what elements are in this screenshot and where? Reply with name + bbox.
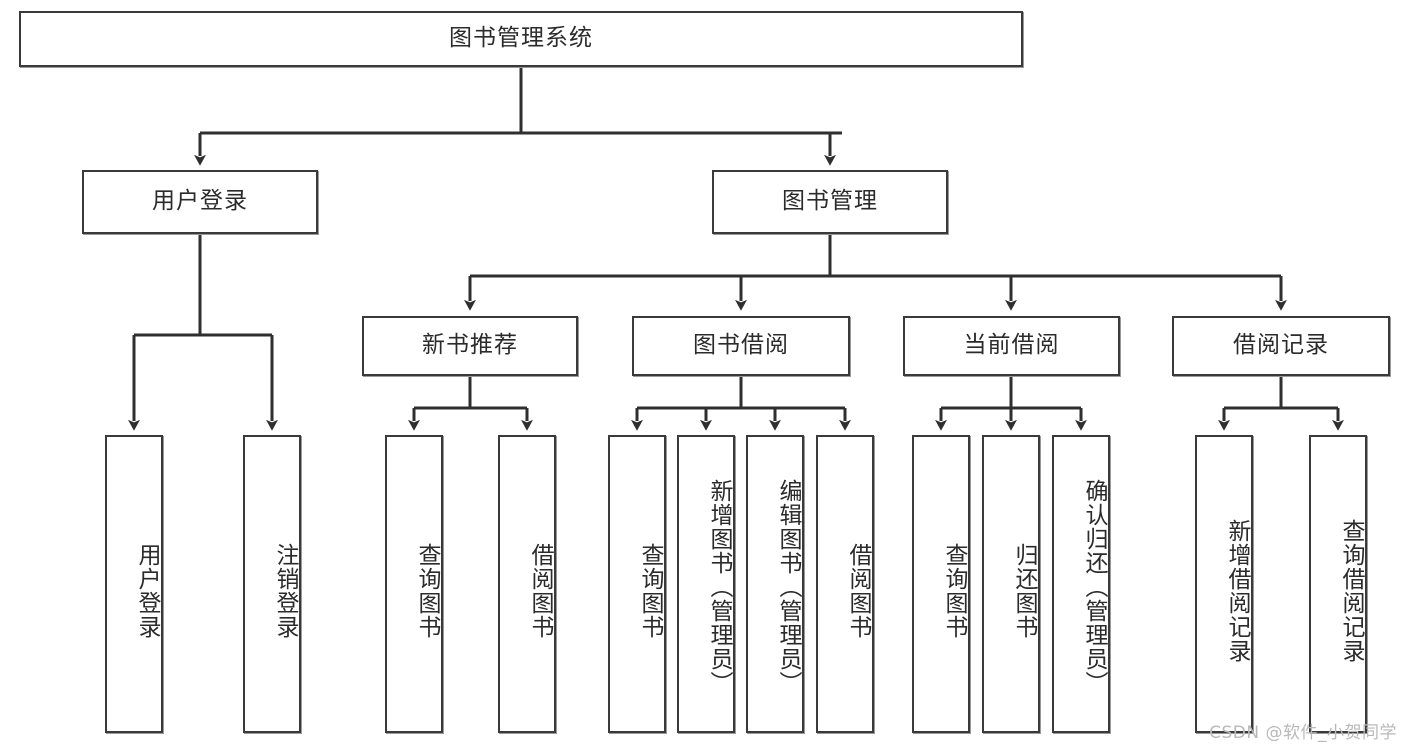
node-leaf-query-book-2-label: 查询图书 (637, 543, 663, 639)
node-leaf-return-book-label: 归还图书 (1011, 543, 1037, 639)
node-current-borrow[interactable]: 当前借阅 (903, 316, 1120, 376)
node-root[interactable]: 图书管理系统 (19, 11, 1023, 67)
csdn-watermark: CSDN @软件_小贺同学 (1209, 723, 1397, 743)
node-book-borrow[interactable]: 图书借阅 (632, 316, 850, 376)
node-book-management-label: 图书管理 (782, 188, 878, 215)
node-leaf-confirm-return-label: 确认归还（管理员） (1081, 479, 1107, 695)
node-new-book-recommend[interactable]: 新书推荐 (362, 316, 578, 376)
node-leaf-logout-login-label: 注销登录 (272, 543, 298, 639)
node-leaf-logout-login[interactable]: 注销登录 (243, 435, 301, 733)
node-leaf-add-record-label: 新增借阅记录 (1224, 519, 1250, 663)
node-leaf-add-book[interactable]: 新增图书（管理员） (677, 435, 735, 733)
node-leaf-borrow-book-2-label: 借阅图书 (845, 543, 871, 639)
node-leaf-query-book-1[interactable]: 查询图书 (385, 435, 443, 733)
node-borrow-record[interactable]: 借阅记录 (1172, 316, 1390, 376)
node-root-label: 图书管理系统 (449, 25, 593, 52)
node-leaf-query-book-1-label: 查询图书 (414, 543, 440, 639)
node-leaf-query-book-3-label: 查询图书 (941, 543, 967, 639)
node-book-borrow-label: 图书借阅 (693, 332, 789, 359)
node-user-login-label: 用户登录 (152, 188, 248, 215)
node-leaf-query-record[interactable]: 查询借阅记录 (1309, 435, 1367, 733)
node-leaf-borrow-book-2[interactable]: 借阅图书 (816, 435, 874, 733)
node-leaf-user-login[interactable]: 用户登录 (105, 435, 163, 733)
node-leaf-add-record[interactable]: 新增借阅记录 (1195, 435, 1253, 733)
node-book-management[interactable]: 图书管理 (712, 170, 948, 234)
node-leaf-query-book-2[interactable]: 查询图书 (608, 435, 666, 733)
node-leaf-borrow-book-1[interactable]: 借阅图书 (498, 435, 556, 733)
node-leaf-add-book-label: 新增图书（管理员） (706, 479, 732, 695)
node-leaf-borrow-book-1-label: 借阅图书 (527, 543, 553, 639)
node-current-borrow-label: 当前借阅 (963, 332, 1060, 359)
node-user-login[interactable]: 用户登录 (82, 170, 318, 234)
node-leaf-query-book-3[interactable]: 查询图书 (912, 435, 970, 733)
node-new-book-recommend-label: 新书推荐 (422, 332, 518, 359)
node-leaf-edit-book[interactable]: 编辑图书（管理员） (746, 435, 804, 733)
node-leaf-return-book[interactable]: 归还图书 (982, 435, 1040, 733)
node-borrow-record-label: 借阅记录 (1233, 332, 1329, 359)
node-leaf-query-record-label: 查询借阅记录 (1338, 519, 1364, 663)
node-leaf-confirm-return[interactable]: 确认归还（管理员） (1052, 435, 1110, 733)
node-leaf-user-login-label: 用户登录 (134, 543, 160, 639)
node-leaf-edit-book-label: 编辑图书（管理员） (775, 479, 801, 695)
